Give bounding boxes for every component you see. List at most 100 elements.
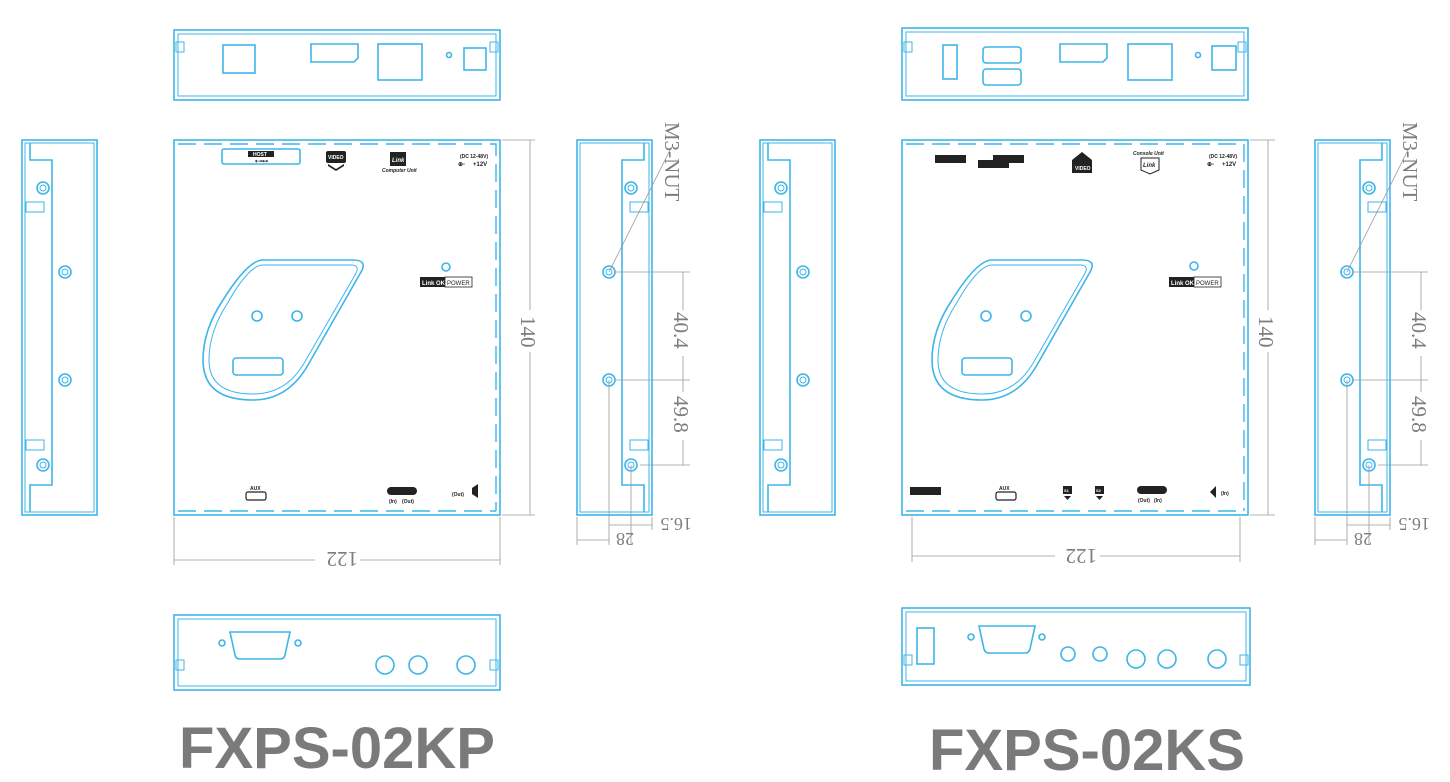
- link-ok-label: Link OK: [1171, 281, 1195, 287]
- right-side-view: [1314, 139, 1391, 516]
- unit-label: Computer Unit: [382, 168, 417, 174]
- audio-jack: [1157, 649, 1177, 669]
- usb-icon: ⇠•⊷: [255, 159, 268, 165]
- rj45-port: [222, 44, 256, 74]
- height-value: 140: [516, 316, 540, 348]
- usb-port: [982, 68, 1022, 86]
- audio-in-label: (In): [389, 499, 397, 505]
- audio-out-label: (Out): [1138, 498, 1150, 504]
- unit-label: Console Unit: [1133, 151, 1164, 157]
- usb-host-label: [221, 148, 301, 165]
- nut-label: M3-NUT: [1398, 122, 1422, 201]
- power-label: POWER: [1196, 281, 1219, 287]
- speaker-out-label: (Out): [452, 492, 464, 498]
- db9-port: [229, 631, 291, 660]
- width-dimension: 122: [173, 517, 501, 571]
- height-value: 140: [1254, 316, 1278, 348]
- side-dimensions: M3-NUT 40.4 49.8 28 16.5: [576, 122, 693, 549]
- top-view: [173, 29, 501, 101]
- rj45-port: [1127, 43, 1173, 81]
- width-dimension: 122: [911, 517, 1241, 568]
- pitch-2-value: 49.8: [669, 396, 693, 433]
- model-title: FXPS-02KP: [179, 716, 495, 781]
- bottom-view: [901, 607, 1251, 686]
- width-value: 122: [1066, 544, 1098, 568]
- speaker-icon: [472, 484, 478, 498]
- pitch-2-value: 49.8: [1407, 396, 1431, 433]
- aux-port-icon: [245, 491, 267, 501]
- usb-port: [942, 44, 958, 80]
- video-label: VIDEO: [1075, 166, 1091, 172]
- audio-jack: [408, 655, 428, 675]
- voltage-label: +12V: [473, 162, 487, 168]
- front-panel: HOST ⇠•⊷ VIDEO Link Computer Unit (DC 12…: [173, 139, 501, 516]
- audio-jack: [456, 655, 476, 675]
- height-dimension: 140: [1250, 139, 1278, 516]
- offset-2-value: 28: [616, 529, 634, 549]
- led-icon: [1189, 261, 1199, 271]
- usb-icon: [910, 487, 941, 495]
- audio-in-label: (In): [1154, 498, 1162, 504]
- aux-port-icon: [995, 491, 1017, 501]
- link-ok-label: Link OK: [422, 281, 446, 287]
- power-jack: [1211, 45, 1237, 71]
- s1-icon: [1063, 486, 1072, 494]
- dvi-port: [1059, 43, 1108, 63]
- led-icon: [1194, 51, 1202, 59]
- headphone-mic-icon: [387, 487, 417, 495]
- pitch-1-value: 40.4: [669, 312, 693, 349]
- voltage-label: +12V: [1222, 162, 1236, 168]
- led-icon: [441, 262, 451, 272]
- headphone-mic-icon: [1137, 486, 1167, 494]
- power-label: POWER: [447, 281, 470, 287]
- left-side-view: [21, 139, 98, 516]
- offset-2-value: 28: [1354, 529, 1372, 549]
- width-value: 122: [327, 547, 359, 571]
- logo-outline: [202, 259, 365, 401]
- link-label: Link: [1143, 163, 1156, 169]
- video-icon: [1072, 152, 1092, 173]
- usb-port: [916, 627, 935, 665]
- pitch-1-value: 40.4: [1407, 312, 1431, 349]
- power-jack: [463, 47, 487, 71]
- side-dimensions: M3-NUT 40.4 49.8 28 16.5: [1314, 122, 1431, 549]
- nut-label: M3-NUT: [660, 122, 684, 201]
- dvi-port: [310, 43, 359, 63]
- button: [1092, 646, 1108, 662]
- usb-port: [982, 46, 1022, 64]
- dc-range-label: (DC 12-48V): [460, 154, 488, 160]
- front-panel: VIDEO Console Unit Link (DC 12-48V) ⊕- +…: [901, 139, 1249, 516]
- db9-port: [978, 625, 1036, 654]
- speaker-icon: [1210, 486, 1216, 498]
- button: [1060, 646, 1076, 662]
- height-dimension: 140: [502, 139, 540, 516]
- audio-jack: [375, 655, 395, 675]
- rj45-port: [377, 43, 423, 81]
- speaker-in-label: (In): [1221, 491, 1229, 497]
- right-side-view: [576, 139, 653, 516]
- left-side-view: [759, 139, 836, 516]
- audio-jack: [1207, 649, 1227, 669]
- logo-outline: [931, 259, 1094, 401]
- usb-icon: [993, 155, 1024, 163]
- audio-jack: [1126, 649, 1146, 669]
- host-label: HOST: [253, 152, 267, 158]
- offset-1-value: 16.5: [661, 514, 693, 534]
- dc-range-label: (DC 12-48V): [1209, 154, 1237, 160]
- link-label: Link: [392, 158, 405, 164]
- video-icon: [326, 151, 346, 163]
- dc-icon: ⊕-: [458, 162, 465, 168]
- video-label: VIDEO: [328, 155, 344, 161]
- offset-1-value: 16.5: [1399, 514, 1431, 534]
- dc-icon: ⊕-: [1207, 162, 1214, 168]
- usb-icon: [978, 160, 1009, 168]
- product-fxps-02ks: VIDEO Console Unit Link (DC 12-48V) ⊕- +…: [759, 27, 1431, 782]
- aux-label: AUX: [999, 486, 1010, 492]
- s1-label: S1: [1064, 488, 1070, 493]
- s2-icon: [1095, 486, 1104, 494]
- usb-icon: [935, 155, 966, 163]
- led-icon: [445, 51, 453, 59]
- aux-label: AUX: [250, 486, 261, 492]
- audio-out-label: (Out): [402, 499, 414, 505]
